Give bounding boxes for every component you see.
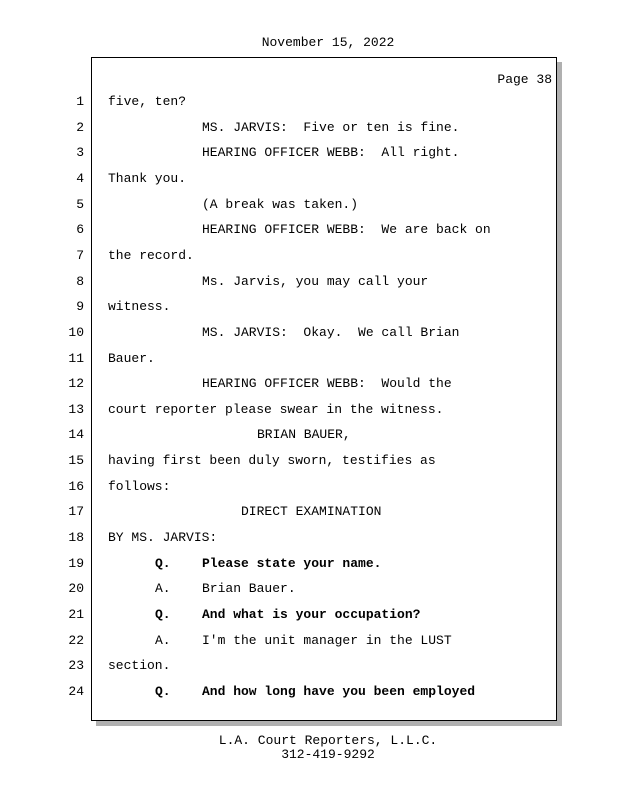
line-number: 24: [68, 683, 84, 699]
line-number: 5: [76, 196, 84, 212]
transcript-line: 14 BRIAN BAUER,: [0, 426, 618, 444]
transcript-line: 10 MS. JARVIS: Okay. We call Brian: [0, 324, 618, 342]
line-text: And how long have you been employed: [202, 683, 476, 699]
line-number: 18: [68, 530, 84, 546]
line-text: And what is your occupation?: [202, 607, 421, 622]
line-number: 3: [76, 145, 84, 161]
transcript-line: 9 witness.: [0, 298, 618, 316]
transcript-date: November 15, 2022: [261, 35, 395, 50]
line-number: 17: [68, 504, 84, 520]
line-text: HEARING OFFICER WEBB: We are back on: [202, 222, 491, 238]
transcript-line: 16 follows:: [0, 478, 618, 496]
line-number: 23: [68, 658, 84, 674]
line-number: 4: [76, 170, 84, 186]
transcript-line: 17 DIRECT EXAMINATION: [0, 503, 618, 521]
page-number: Page 38: [497, 72, 552, 87]
line-number: 10: [68, 324, 84, 340]
line-text: (A break was taken.): [202, 196, 359, 212]
transcript-line: 23 section.: [0, 657, 618, 675]
line-text: MS. JARVIS: Five or ten is fine.: [202, 119, 460, 135]
transcript-page-frame: [91, 57, 557, 721]
line-text: Thank you.: [108, 170, 187, 186]
transcript-line: 15 having first been duly sworn, testifie…: [0, 452, 618, 470]
line-number: 16: [68, 478, 84, 494]
line-number: 13: [68, 401, 84, 417]
qa-label: A.: [155, 581, 171, 597]
line-text: five, ten?: [108, 94, 187, 109]
line-text: HEARING OFFICER WEBB: All right.: [202, 145, 460, 161]
line-text: court reporter please swear in the witne…: [108, 401, 444, 417]
transcript-line: 18 BY MS. JARVIS:: [0, 529, 618, 547]
line-text: I'm the unit manager in the LUST: [202, 632, 452, 648]
transcript-line: 8 Ms. Jarvis, you may call your: [0, 273, 618, 291]
line-number: 12: [68, 376, 84, 392]
line-text: follows:: [108, 478, 171, 494]
qa-label: Q.: [155, 607, 171, 622]
line-number: 19: [68, 555, 84, 571]
transcript-line: 4 Thank you.: [0, 170, 618, 188]
transcript-line: 3 HEARING OFFICER WEBB: All right.: [0, 144, 618, 162]
transcript-line: 21 Q. And what is your occupation?: [0, 606, 618, 624]
transcript-line: 1 five, ten?: [0, 93, 618, 111]
line-number: 6: [76, 222, 84, 238]
line-number: 1: [76, 94, 84, 109]
footer-company: L.A. Court Reporters, L.L.C.: [218, 733, 438, 748]
line-number: 9: [76, 299, 84, 315]
line-text: Bauer.: [108, 350, 155, 366]
qa-label: Q.: [155, 555, 171, 571]
transcript-line: 24 Q. And how long have you been employed: [0, 683, 618, 701]
transcript-line: 20 A. Brian Bauer.: [0, 580, 618, 598]
qa-label: Q.: [155, 683, 171, 699]
transcript-line: 11 Bauer.: [0, 350, 618, 368]
line-number: 14: [68, 427, 84, 443]
line-text: Brian Bauer.: [202, 581, 296, 597]
line-number: 22: [68, 632, 84, 648]
line-text: Ms. Jarvis, you may call your: [202, 273, 429, 289]
transcript-line: 22 A. I'm the unit manager in the LUST: [0, 632, 618, 650]
footer-phone: 312-419-9292: [281, 747, 375, 762]
line-text: BY MS. JARVIS:: [108, 530, 218, 546]
line-text: HEARING OFFICER WEBB: Would the: [202, 376, 452, 392]
line-text: the record.: [108, 247, 194, 263]
line-number: 21: [68, 607, 84, 622]
line-number: 15: [68, 453, 84, 469]
line-text: witness.: [108, 299, 171, 315]
line-text: section.: [108, 658, 171, 674]
line-text: DIRECT EXAMINATION: [241, 504, 382, 520]
line-text: Please state your name.: [202, 555, 382, 571]
line-number: 2: [76, 119, 84, 135]
transcript-line: 19 Q. Please state your name.: [0, 555, 618, 573]
transcript-line: 2 MS. JARVIS: Five or ten is fine.: [0, 119, 618, 137]
line-number: 7: [76, 247, 84, 263]
line-text: having first been duly sworn, testifies …: [108, 453, 436, 469]
transcript-line: 7 the record.: [0, 247, 618, 265]
transcript-line: 5 (A break was taken.): [0, 196, 618, 214]
transcript-line: 12 HEARING OFFICER WEBB: Would the: [0, 375, 618, 393]
transcript-line: 13 court reporter please swear in the wit…: [0, 401, 618, 419]
line-number: 8: [76, 273, 84, 289]
line-text: MS. JARVIS: Okay. We call Brian: [202, 324, 460, 340]
transcript-line: 6 HEARING OFFICER WEBB: We are back on: [0, 221, 618, 239]
line-number: 11: [68, 350, 84, 366]
line-text: BRIAN BAUER,: [257, 427, 351, 443]
line-number: 20: [68, 581, 84, 597]
qa-label: A.: [155, 632, 171, 648]
